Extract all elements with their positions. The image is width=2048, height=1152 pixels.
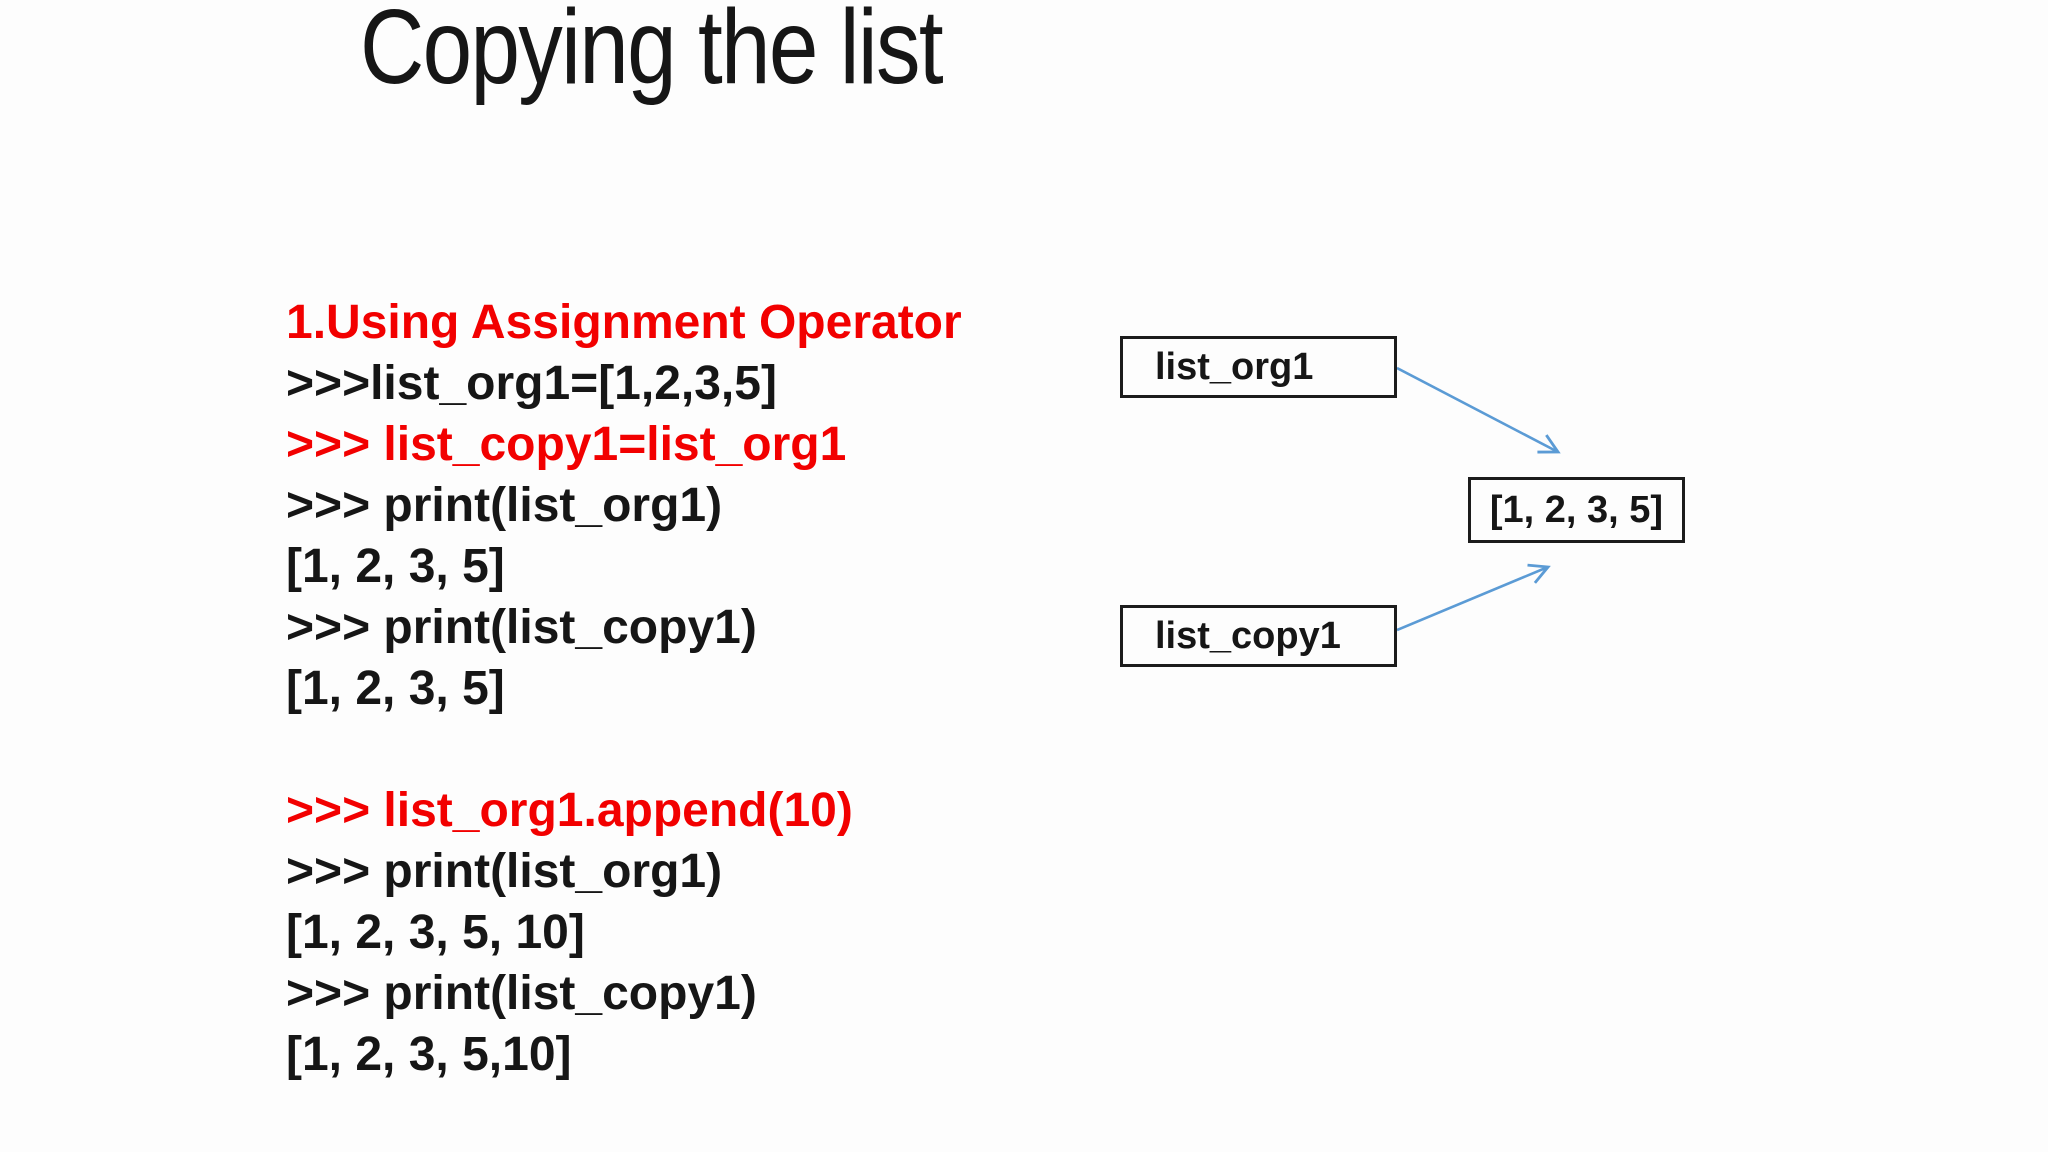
list-org1-box-label: list_org1 [1155,345,1314,388]
list-org1-box: list_org1 [1120,336,1397,398]
arrow-org-to-value [1396,366,1561,454]
code-line: [1, 2, 3, 5,10] [286,1028,572,1081]
code-line: >>> print(list_org1) [286,479,723,532]
arrow-copy-to-value [1396,563,1551,632]
code-line: [1, 2, 3, 5] [286,540,505,593]
code-line: >>> print(list_org1) [286,845,723,898]
list-copy1-box: list_copy1 [1120,605,1397,667]
code-line: >>> list_copy1=list_org1 [286,418,847,471]
code-line: [1, 2, 3, 5, 10] [286,906,585,959]
code-line: >>>list_org1=[1,2,3,5] [286,357,777,410]
code-line: >>> print(list_copy1) [286,967,757,1020]
code-line: >>> list_org1.append(10) [286,784,853,837]
shared-list-value-box: [1, 2, 3, 5] [1468,477,1685,543]
slide-title: Copying the list [360,0,944,106]
code-line: [1, 2, 3, 5] [286,662,505,715]
code-line: >>> print(list_copy1) [286,601,757,654]
shared-list-value-label: [1, 2, 3, 5] [1489,488,1664,531]
code-block: 1.Using Assignment Operator >>>list_org1=… [286,127,962,1085]
list-copy1-box-label: list_copy1 [1155,614,1341,657]
code-line [286,719,962,780]
code-line: 1.Using Assignment Operator [286,296,962,349]
